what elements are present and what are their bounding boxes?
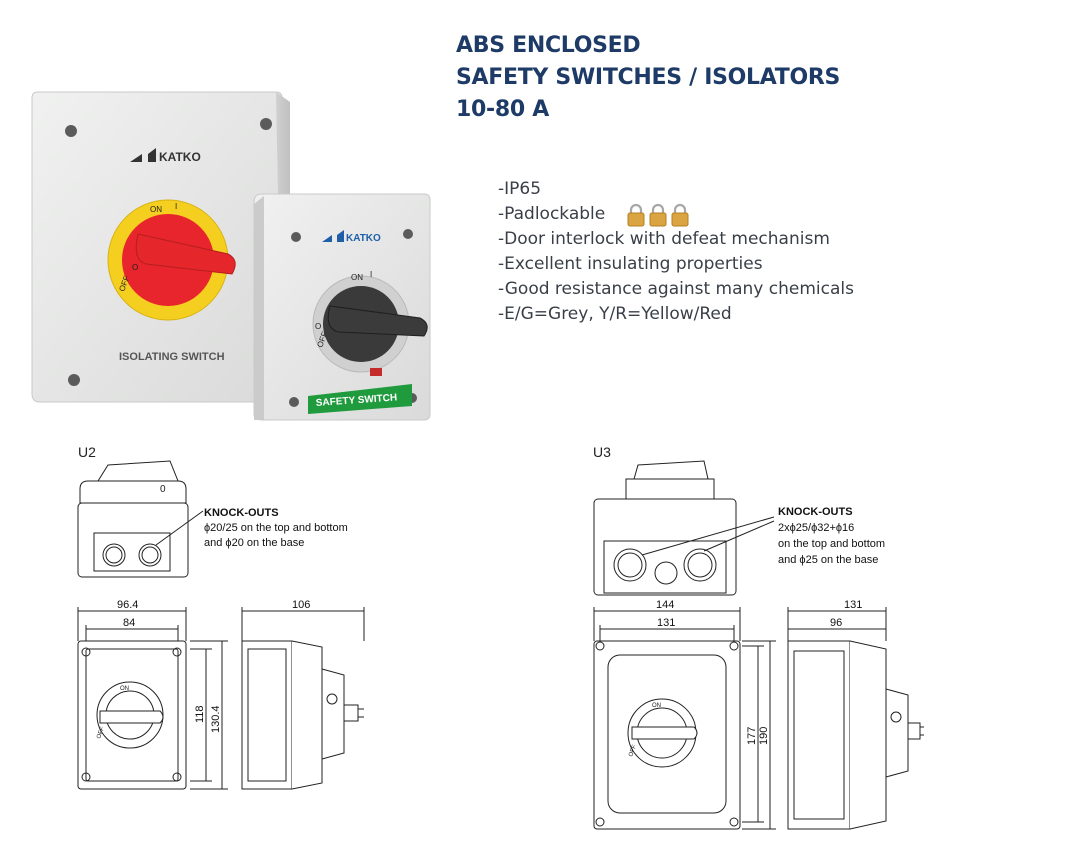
u3-side-view [787, 607, 924, 830]
page-title: ABS ENCLOSED SAFETY SWITCHES / ISOLATORS… [456, 30, 840, 126]
u3-dim-height-outer: 190 [758, 727, 770, 745]
isolating-switch-large: KATKO ON I OFF O ISOLATING SWITCH [31, 91, 290, 403]
feature-item: -Good resistance against many chemicals [498, 277, 854, 302]
drawing-label-u3: U3 [593, 444, 611, 460]
brand-large: KATKO [159, 150, 201, 164]
u3-dim-inner-width: 131 [657, 617, 675, 629]
large-off-mark: O [132, 263, 138, 272]
u3-dim-outer-width: 144 [656, 599, 674, 611]
feature-text: -Padlockable [498, 204, 606, 224]
katko-logo-icon [322, 230, 344, 242]
u2-dim-depth: 106 [292, 599, 310, 611]
u2-dim-height-outer: 130.4 [210, 705, 222, 733]
feature-text: -E/G=Grey, Y/R=Yellow/Red [498, 304, 732, 324]
u2-knockouts-title: KNOCK-OUTS [204, 507, 279, 519]
u2-top-view: 0 [77, 460, 204, 578]
padlock-icons [627, 203, 689, 227]
u3-dim-side-inner: 96 [830, 617, 842, 629]
feature-text: -IP65 [498, 179, 542, 199]
u2-off-label: OFF [96, 726, 106, 740]
brand-small: KATKO [346, 233, 381, 244]
feature-text: -Good resistance against many chemicals [498, 279, 854, 299]
u3-top-view [593, 460, 775, 596]
u3-dim-height-inner: 177 [746, 727, 758, 745]
feature-item: -Excellent insulating properties [498, 252, 854, 277]
u2-side-view [241, 607, 365, 790]
drawing-u3: KNOCK-OUTS 2xϕ25/ϕ32+ϕ16 on the top and … [593, 460, 924, 830]
padlock-icon [649, 203, 667, 226]
u3-knockouts-line: 2xϕ25/ϕ32+ϕ16 [778, 522, 854, 534]
u3-front-view: ON OFF [593, 607, 776, 830]
padlock-icon [671, 203, 689, 226]
u2-front-view: ON OFF [77, 607, 228, 790]
u2-top-mark: 0 [160, 484, 166, 495]
label-isolating-switch: ISOLATING SWITCH [119, 351, 225, 363]
u3-dim-depth: 131 [844, 599, 862, 611]
title-line-1: ABS ENCLOSED [456, 33, 641, 58]
safety-switch-small: KATKO ON I OFF O SAFETY SWITCH [253, 193, 431, 421]
u2-knockouts-line: and ϕ20 on the base [204, 537, 304, 549]
small-on-mark: I [370, 270, 372, 279]
small-on-label: ON [351, 273, 363, 282]
product-photo: KATKO ON I OFF O ISOLATING SWITCH KATKO … [31, 91, 431, 421]
feature-list: -IP65 -Padlockable -Door interlock with … [498, 177, 854, 327]
katko-logo-icon [130, 148, 156, 162]
feature-item: -Door interlock with defeat mechanism [498, 227, 854, 252]
u3-knockouts-line: and ϕ25 on the base [778, 554, 878, 566]
u2-on-label: ON [120, 686, 129, 692]
feature-text: -Excellent insulating properties [498, 254, 763, 274]
title-line-2: SAFETY SWITCHES / ISOLATORS [456, 65, 841, 90]
u3-knockouts-line: on the top and bottom [778, 538, 885, 550]
u3-on-label: ON [652, 703, 661, 709]
title-line-3: 10-80 A [456, 97, 549, 122]
u2-dim-outer-width: 96.4 [117, 599, 138, 611]
u3-knockouts-title: KNOCK-OUTS [778, 506, 853, 518]
large-on-label: ON [150, 205, 162, 214]
feature-text: -Door interlock with defeat mechanism [498, 229, 830, 249]
u2-dim-inner-width: 84 [123, 617, 135, 629]
padlock-icon [627, 203, 645, 226]
small-off-mark: O [315, 322, 321, 331]
u2-knockouts-line: ϕ20/25 on the top and bottom [204, 522, 348, 534]
u2-dim-height-inner: 118 [194, 705, 206, 723]
feature-item: -Padlockable [498, 202, 854, 227]
feature-item: -E/G=Grey, Y/R=Yellow/Red [498, 302, 854, 327]
u3-off-label: OFF [628, 744, 638, 758]
drawing-u2: 0 KNOCK-OUTS ϕ20/25 on the top and botto… [77, 460, 365, 790]
drawing-label-u2: U2 [78, 444, 96, 460]
large-on-mark: I [175, 202, 177, 211]
feature-item: -IP65 [498, 177, 854, 202]
